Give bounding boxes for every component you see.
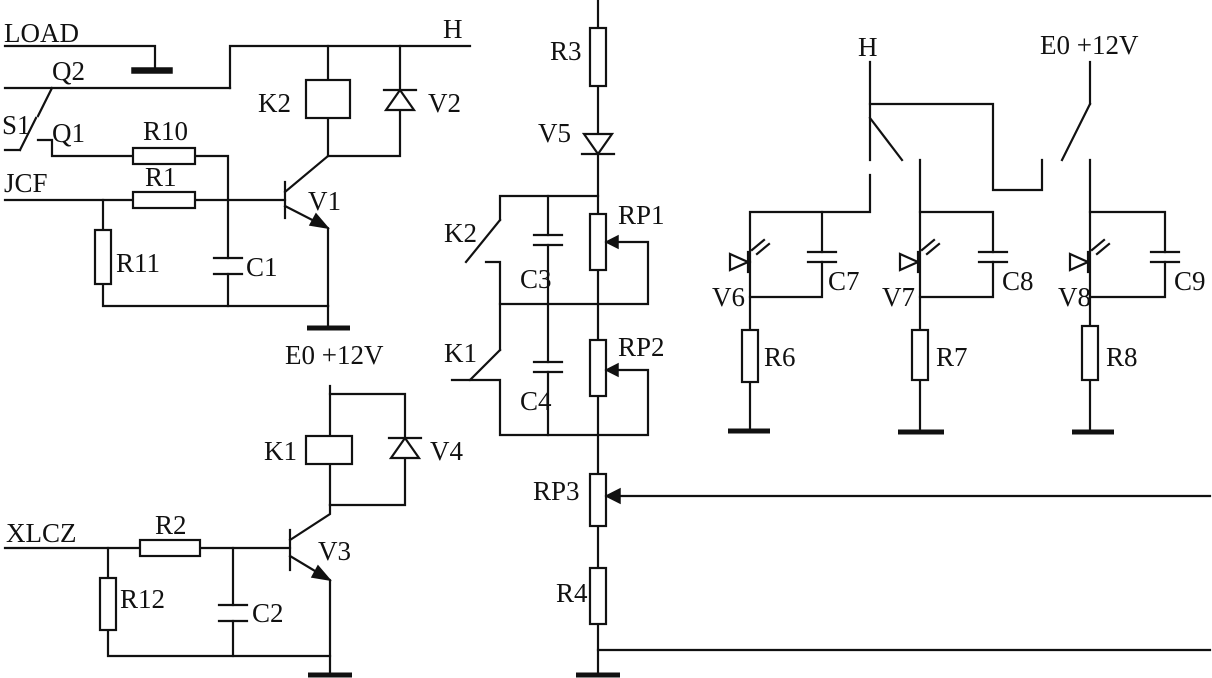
label-v1: V1 [308, 186, 341, 216]
resistor-r10 [131, 146, 197, 166]
capacitor-c7 [806, 250, 838, 264]
label-v4: V4 [430, 436, 463, 466]
load-contact-bar [131, 67, 173, 74]
wires-right [728, 60, 1167, 435]
label-c8: C8 [1002, 266, 1034, 296]
resistor-r4 [588, 566, 608, 626]
label-e0-right: E0 +12V [1040, 30, 1139, 60]
label-h-right: H [858, 32, 878, 62]
label-v6: V6 [712, 282, 745, 312]
rp1-wiper-arrow [604, 234, 619, 250]
resistor-r3 [588, 26, 608, 88]
label-r2: R2 [155, 510, 187, 540]
label-k2: K2 [258, 88, 291, 118]
capacitor-c1 [212, 256, 244, 276]
potentiometer-rp1 [588, 212, 608, 272]
potentiometer-rp3 [588, 472, 608, 528]
label-jcf: JCF [4, 168, 48, 198]
wires-bottom-left [3, 384, 407, 678]
capacitor-c2 [217, 603, 249, 623]
label-v5: V5 [538, 118, 571, 148]
transistor-v1-emitter-arrow [308, 212, 330, 230]
label-r8: R8 [1106, 342, 1138, 372]
label-q1: Q1 [52, 118, 85, 148]
label-r3: R3 [550, 36, 582, 66]
label-r11: R11 [116, 248, 160, 278]
resistor-r2 [138, 538, 202, 558]
label-c2: C2 [252, 598, 284, 628]
resistor-r11 [93, 228, 113, 286]
resistor-r1 [131, 190, 197, 210]
label-r10: R10 [143, 116, 188, 146]
resistor-r7 [910, 328, 930, 382]
relay-k1-coil [304, 434, 354, 466]
resistor-r6 [740, 328, 760, 384]
relay-contact-k1 [450, 348, 502, 382]
label-rp1: RP1 [618, 200, 665, 230]
label-v3: V3 [318, 536, 351, 566]
label-r4: R4 [556, 578, 588, 608]
relay-contact-k2 [464, 218, 502, 264]
led-v7 [898, 238, 941, 274]
potentiometer-rp2 [588, 338, 608, 398]
resistor-r8 [1080, 324, 1100, 382]
label-c4: C4 [520, 386, 552, 416]
label-r6: R6 [764, 342, 796, 372]
capacitor-c9 [1149, 250, 1181, 264]
diode-v2 [382, 88, 418, 112]
label-h-top: H [443, 14, 463, 44]
label-k1: K1 [264, 436, 297, 466]
rp2-wiper-arrow [604, 362, 619, 378]
rp3-wiper-arrow [604, 487, 621, 505]
label-v7: V7 [882, 282, 915, 312]
transistor-v3-emitter-arrow [310, 564, 332, 582]
label-rp2: RP2 [618, 332, 665, 362]
relay-k2-coil [304, 78, 352, 120]
capacitor-c8 [977, 250, 1009, 264]
label-r1: R1 [145, 162, 177, 192]
label-s1: S1 [2, 110, 31, 140]
labels: LOAD H Q2 S1 Q1 R10 JCF R1 K2 V2 V1 R11 … [2, 14, 1206, 628]
label-rp3: RP3 [533, 476, 580, 506]
switch-s1 [3, 116, 38, 152]
label-v2: V2 [428, 88, 461, 118]
label-xlcz: XLCZ [6, 518, 77, 548]
label-r12: R12 [120, 584, 165, 614]
diode-v5 [580, 132, 616, 156]
label-r7: R7 [936, 342, 968, 372]
label-c1: C1 [246, 252, 278, 282]
diode-v4 [387, 436, 423, 460]
label-k2-mid: K2 [444, 218, 477, 248]
wires-top-left [3, 44, 472, 331]
wires-center [468, 0, 1212, 678]
label-c9: C9 [1174, 266, 1206, 296]
label-k1-mid: K1 [444, 338, 477, 368]
led-v6 [728, 238, 771, 274]
label-load: LOAD [4, 18, 79, 48]
label-c3: C3 [520, 264, 552, 294]
capacitor-c3 [532, 233, 564, 247]
capacitor-c4 [532, 360, 564, 374]
resistor-r12 [98, 576, 118, 632]
label-q2: Q2 [52, 56, 85, 86]
label-c7: C7 [828, 266, 860, 296]
led-v8 [1068, 238, 1111, 274]
label-v8: V8 [1058, 282, 1091, 312]
label-e0-left: E0 +12V [285, 340, 384, 370]
